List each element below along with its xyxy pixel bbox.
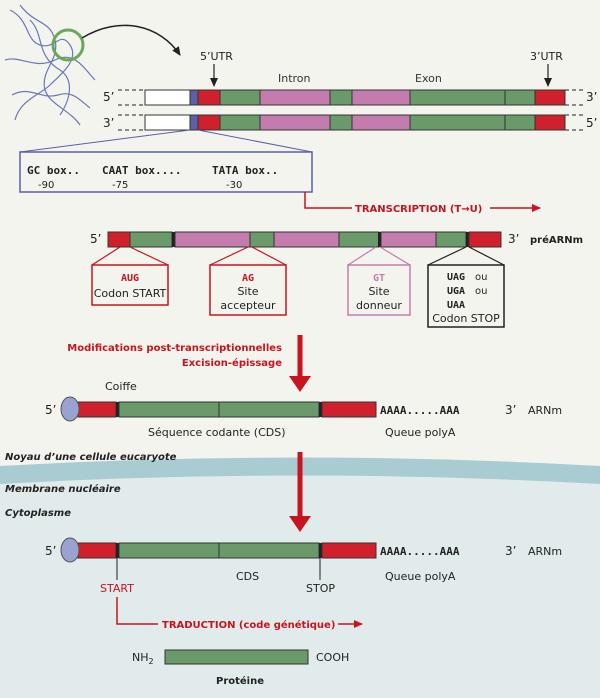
mrna-nucleus-three-prime: 3’: [505, 403, 516, 417]
acceptor-label-line1: Site: [237, 285, 258, 298]
pre-mrna-label: préARNm: [530, 234, 583, 246]
translation-label: TRADUCTION (code génétique): [162, 619, 335, 631]
transcription-label: TRANSCRIPTION (T→U): [355, 204, 482, 215]
cds-label: Séquence codante (CDS): [148, 426, 286, 439]
dna-five-prime-right: 5’: [586, 116, 597, 130]
protein-bar: [164, 649, 309, 665]
cap-label: Coiffe: [105, 380, 137, 393]
donor-codon-text: GT: [373, 273, 385, 284]
membrane-label: Membrane nucléaire: [5, 483, 121, 495]
pre-mrna-five-prime: 5’: [90, 232, 101, 246]
caat-position: -75: [112, 180, 128, 191]
protein-label: Protéine: [216, 675, 264, 687]
cytoplasm-label: Cytoplasme: [5, 508, 71, 519]
polya-tail-text: AAAA.....AAA: [380, 404, 460, 417]
nh2-label: NH2: [132, 651, 154, 666]
utr3-label: 3’UTR: [530, 50, 563, 63]
mrna-cyto-five-prime: 5’: [45, 544, 56, 558]
zoom-circle: [51, 28, 85, 62]
translation-connector: [116, 597, 158, 625]
stop-codon-label: Codon STOP: [432, 312, 500, 325]
donor-label-line2: donneur: [356, 299, 402, 312]
donor-label-line1: Site: [368, 285, 389, 298]
nucleus-label: Noyau d’une cellule eucaryote: [5, 452, 177, 463]
stop-codon-uag: UAG: [447, 272, 465, 283]
intron-label: Intron: [278, 72, 311, 85]
chromatin-icon: [4, 4, 96, 126]
start-codon-label: Codon START: [94, 287, 167, 300]
polya-label-nucleus: Queue polyA: [385, 426, 456, 439]
mrna-nucleus-five-prime: 5’: [45, 403, 56, 417]
stop-label: STOP: [306, 582, 335, 595]
promoter-zoom-line-right: [197, 129, 313, 153]
promoter-zoom-line-left: [19, 129, 191, 153]
stop-codon-box: UAG ou UGA ou UAA Codon STOP: [427, 246, 505, 328]
cytoplasm-background: [0, 463, 600, 698]
cap-icon-cytoplasm: [60, 537, 80, 563]
dna-five-prime: 5’: [103, 90, 114, 104]
protein: NH2 COOH Protéine: [132, 649, 349, 687]
donor-site-box: GT Site donneur: [347, 246, 411, 316]
caat-box-label: CAAT box....: [102, 164, 181, 177]
acceptor-codon-text: AG: [242, 273, 254, 284]
mrna-cyto-label: ARNm: [528, 545, 562, 558]
cooh-label: COOH: [316, 651, 349, 664]
utr5-label: 5’UTR: [200, 50, 233, 63]
gc-box-label: GC box..: [27, 164, 80, 177]
start-codon-box: AUG Codon START: [91, 246, 169, 306]
acceptor-site-box: AG Site accepteur: [209, 246, 287, 316]
stop-codon-uga: UGA: [447, 286, 465, 297]
polya-tail-cyto-text: AAAA.....AAA: [380, 545, 460, 558]
mrna-cyto-three-prime: 3’: [505, 544, 516, 558]
acceptor-label-line2: accepteur: [220, 299, 276, 312]
stop-codon-uaa: UAA: [447, 300, 465, 311]
export-arrow-head: [289, 516, 311, 532]
modifications-line1: Modifications post-transcriptionnelles: [67, 343, 282, 354]
cds-short-label: CDS: [236, 570, 259, 583]
modifications-line2: Excision-épissage: [182, 357, 282, 369]
tata-box-label: TATA box..: [212, 164, 278, 177]
dna-double-strand: 5’ 3’ 3’ 5’: [103, 89, 597, 131]
stop-or-2: ou: [475, 286, 487, 297]
mrna-nucleus-label: ARNm: [528, 404, 562, 417]
transcription-connector: [304, 192, 352, 209]
start-codon-text: AUG: [121, 273, 139, 284]
polya-label-cyto: Queue polyA: [385, 570, 456, 583]
dna-three-prime-right: 3’: [586, 90, 597, 104]
tata-position: -30: [226, 180, 242, 191]
modifications-arrow-head: [289, 376, 311, 392]
start-label: START: [100, 582, 134, 595]
exon-label: Exon: [415, 72, 442, 85]
gc-position: -90: [38, 180, 54, 191]
pre-mrna-three-prime: 3’: [508, 232, 519, 246]
stop-or-1: ou: [475, 272, 487, 283]
promoter-box: [19, 151, 313, 193]
dna-three-prime-left: 3’: [103, 116, 114, 130]
pre-mrna-strand: 5’ 3’ préARNm: [90, 231, 583, 248]
mrna-nucleus: Coiffe 5’ AAAA.....AAA 3’ ARNm Séquence …: [45, 380, 562, 439]
mrna-cytoplasm: 5’ AAAA.....AAA 3’ ARNm START CDS STOP Q…: [45, 537, 562, 595]
zoom-arrow: [81, 24, 181, 56]
cap-icon: [60, 396, 80, 422]
